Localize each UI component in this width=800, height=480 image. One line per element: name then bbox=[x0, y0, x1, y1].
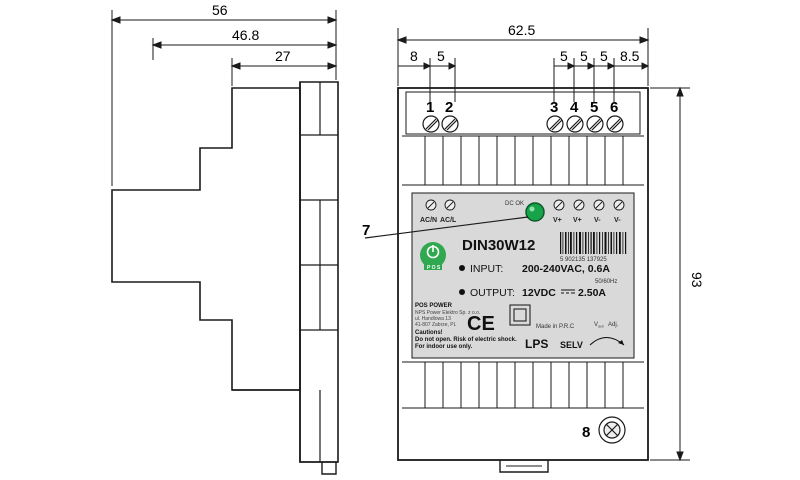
front-label: AC/N AC/L V+ V+ V- V- DC OK P O S DIN30W… bbox=[411, 192, 635, 359]
label-acn: AC/N bbox=[420, 217, 437, 224]
dim-pitch-6: 8.5 bbox=[620, 48, 640, 64]
output-bullet bbox=[459, 289, 465, 295]
screw-terminal-5 bbox=[586, 115, 604, 133]
double-insulation-icon bbox=[509, 304, 531, 326]
dim-front-width: 62.5 bbox=[508, 22, 535, 38]
terminal-screws bbox=[422, 115, 624, 133]
side-view-outline bbox=[111, 87, 301, 391]
input-label: INPUT: bbox=[470, 263, 503, 275]
label-vplus-2: V+ bbox=[573, 217, 582, 224]
din-clip bbox=[499, 460, 549, 473]
output-value: 12VDC bbox=[522, 287, 556, 299]
dim-pitch-1: 8 bbox=[410, 48, 418, 64]
caution-line-2: For indoor use only. bbox=[415, 344, 473, 350]
label-screw-v4 bbox=[613, 199, 625, 211]
input-value: 200-240VAC, 0.6A bbox=[522, 263, 610, 275]
callout-7: 7 bbox=[362, 222, 370, 239]
adj-label: Adj. bbox=[608, 322, 619, 328]
dim-pitch-4: 5 bbox=[580, 48, 588, 64]
dim-pitch-3: 5 bbox=[560, 48, 568, 64]
dc-symbol-icon bbox=[561, 289, 575, 294]
address-line-1: NPS Power Elektro Sp. z o.o. bbox=[415, 310, 480, 316]
screw-terminal-1 bbox=[422, 115, 440, 133]
logo-text: P O S bbox=[427, 265, 441, 271]
callout-2: 2 bbox=[445, 99, 453, 116]
screw-terminal-2 bbox=[441, 115, 459, 133]
callout-6: 6 bbox=[610, 99, 618, 116]
label-vplus-1: V+ bbox=[553, 217, 562, 224]
pos-logo: P O S bbox=[420, 242, 446, 271]
callout-3: 3 bbox=[550, 99, 558, 116]
input-bullet bbox=[459, 265, 465, 271]
selv-mark: SELV bbox=[560, 340, 583, 350]
adjust-arrow-icon bbox=[618, 340, 624, 345]
dim-side-overall: 56 bbox=[212, 2, 228, 18]
callout-5: 5 bbox=[590, 99, 598, 116]
side-view-front bbox=[299, 81, 339, 463]
callout-4: 4 bbox=[570, 99, 579, 116]
model-name: DIN30W12 bbox=[462, 237, 535, 254]
dc-ok-led-highlight bbox=[529, 206, 535, 212]
caution-line-1: Do not open. Risk of electric shock. bbox=[415, 337, 517, 343]
label-acl: AC/L bbox=[440, 217, 457, 224]
dim-pitch-2: 5 bbox=[437, 48, 445, 64]
screw-terminal-3 bbox=[546, 115, 564, 133]
label-vminus-1: V- bbox=[594, 217, 601, 224]
label-screw-acl bbox=[444, 199, 456, 211]
callout-7-leader bbox=[364, 216, 529, 239]
label-screw-v2 bbox=[573, 199, 585, 211]
barcode-number: 5 902135 137925 bbox=[560, 257, 607, 263]
bottom-vents bbox=[402, 361, 644, 409]
top-vents bbox=[402, 135, 644, 186]
callout-8: 8 bbox=[582, 424, 590, 441]
brand-name: POS POWER bbox=[415, 303, 453, 309]
side-dimensions bbox=[110, 10, 338, 186]
address-line-2: ul. Handlowa 13 bbox=[415, 316, 451, 322]
made-in: Made in P.R.C bbox=[536, 324, 575, 330]
dc-ok-led bbox=[525, 202, 545, 222]
lps-mark: LPS bbox=[525, 337, 548, 351]
side-view bbox=[111, 81, 339, 475]
label-dc-ok: DC OK bbox=[505, 201, 524, 207]
output-label: OUTPUT: bbox=[470, 287, 515, 299]
dim-side-front: 27 bbox=[275, 48, 291, 64]
screw-terminal-6 bbox=[606, 115, 624, 133]
input-frequency: 50/60Hz bbox=[595, 279, 617, 285]
address-line-3: 41-807 Zabrze, PL bbox=[415, 322, 457, 328]
label-vminus-2: V- bbox=[614, 217, 621, 224]
label-screw-acn bbox=[425, 199, 437, 211]
barcode bbox=[560, 232, 627, 254]
vout-label: Vout bbox=[594, 322, 604, 329]
output-current: 2.50A bbox=[578, 287, 606, 299]
screw-terminal-4 bbox=[566, 115, 584, 133]
ce-mark: CE bbox=[467, 313, 495, 335]
caution-title: Cautions! bbox=[415, 330, 443, 336]
label-screw-v3 bbox=[593, 199, 605, 211]
dim-side-mid: 46.8 bbox=[232, 27, 259, 43]
front-dimensions bbox=[396, 28, 690, 462]
dim-pitch-5: 5 bbox=[600, 48, 608, 64]
callout-1: 1 bbox=[426, 99, 434, 116]
adjust-potentiometer bbox=[598, 416, 626, 444]
dim-height: 93 bbox=[689, 272, 705, 288]
label-screw-v1 bbox=[553, 199, 565, 211]
